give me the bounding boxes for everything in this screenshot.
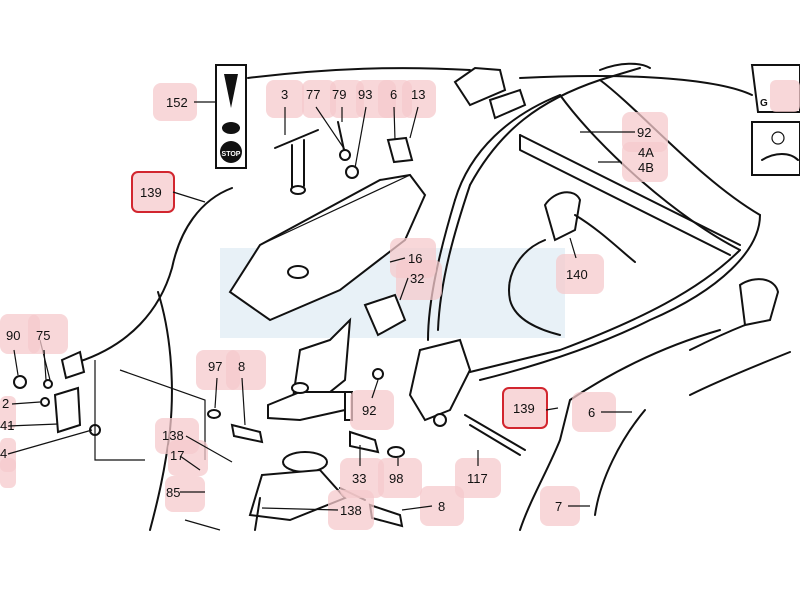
callout-7: 7: [555, 499, 562, 514]
callout-93: 93: [358, 87, 372, 102]
callout-77: 77: [306, 87, 320, 102]
leader-lines: [7, 101, 635, 511]
callout-17: 17: [170, 448, 184, 463]
callout-117: 117: [467, 471, 488, 486]
callout-98: 98: [389, 471, 403, 486]
callout-3: 3: [281, 87, 288, 102]
callout-139-left: 139: [140, 185, 162, 200]
callout-2: 2: [2, 396, 9, 411]
callout-frame-139-right: [502, 387, 548, 429]
callout-85: 85: [166, 485, 180, 500]
callout-139-right: 139: [513, 401, 535, 416]
callout-138-bottom: 138: [340, 503, 362, 518]
callout-79: 79: [332, 87, 346, 102]
callout-box-139-right: [503, 388, 547, 428]
callout-33: 33: [352, 471, 366, 486]
callout-4a: 4A: [638, 145, 654, 160]
callout-41: 41: [0, 418, 14, 433]
callout-138-left: 138: [162, 428, 184, 443]
callout-8-bottom: 8: [438, 499, 445, 514]
callout-140: 140: [566, 267, 588, 282]
callout-16: 16: [408, 251, 422, 266]
callout-32: 32: [410, 271, 424, 286]
callout-labels: 152 3 77 79 93 6 13 92 4A 4B 139 16 32 1…: [0, 87, 768, 518]
callout-6-right: 6: [588, 405, 595, 420]
stop-label: STOP: [222, 151, 241, 158]
callout-92-top: 92: [637, 125, 651, 140]
callout-4b: 4B: [638, 160, 654, 175]
callout-13: 13: [411, 87, 425, 102]
callout-8-mid: 8: [238, 359, 245, 374]
callout-90: 90: [6, 328, 20, 343]
callout-6-top: 6: [390, 87, 397, 102]
callout-75: 75: [36, 328, 50, 343]
highlight-layer: [0, 80, 800, 530]
callout-box-139-left: [132, 172, 174, 212]
callout-97: 97: [208, 359, 222, 374]
callout-4: 4: [0, 446, 7, 461]
callout-92-mid: 92: [362, 403, 376, 418]
callout-152: 152: [166, 95, 188, 110]
side-letter-label: G: [760, 98, 768, 109]
